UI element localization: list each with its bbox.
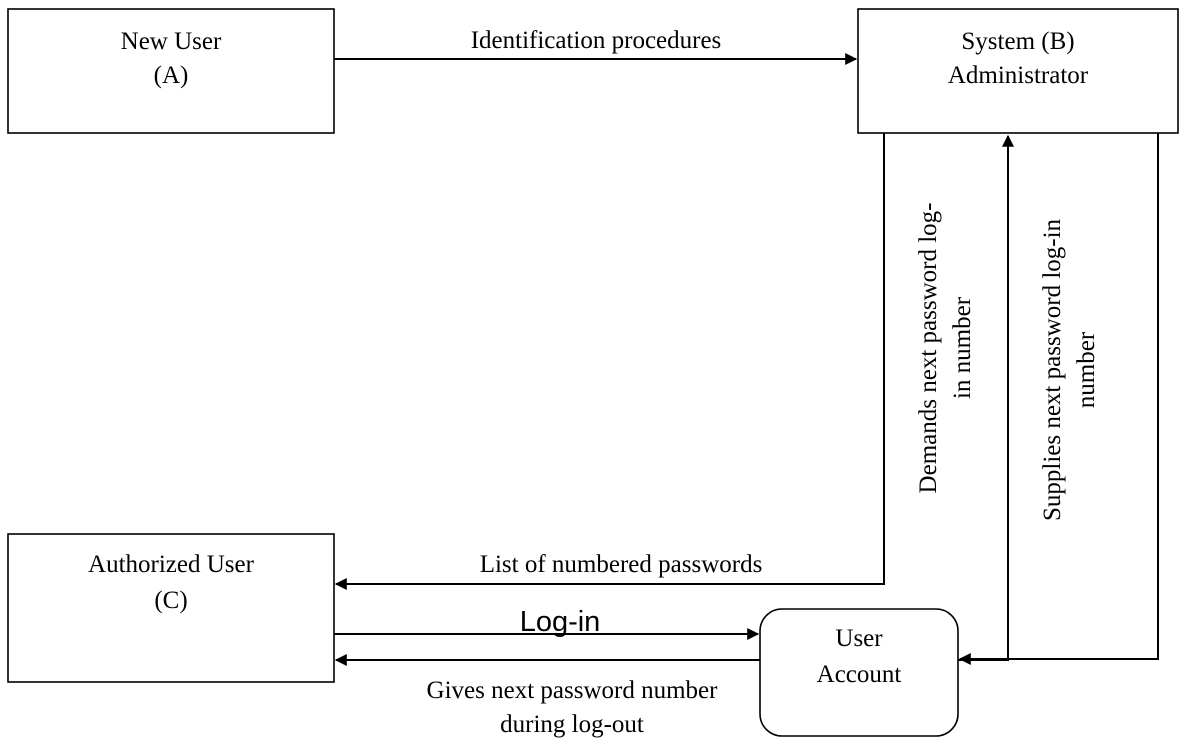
edge-list-passwords-label: List of numbered passwords: [480, 551, 763, 578]
edge-login: Log-in: [334, 606, 760, 640]
edge-demands-next-label-1: Demands next password log-: [915, 203, 942, 494]
node-user-account-box: [759, 608, 959, 737]
node-authorized-user-label-2: (C): [154, 587, 187, 614]
edge-list-passwords-arrow: [334, 133, 885, 590]
node-user-account: User Account: [759, 608, 959, 737]
edge-gives-next-label-2: during log-out: [500, 711, 644, 738]
node-system-admin-label-1: System (B): [961, 28, 1074, 55]
edge-gives-next-label-1: Gives next password number: [427, 677, 719, 704]
node-authorized-user-label-1: Authorized User: [88, 551, 255, 578]
node-user-account-label-2: Account: [817, 661, 902, 688]
edge-demands-next: Demands next password log- in number: [915, 203, 976, 494]
node-system-admin: System (B) Administrator: [857, 8, 1179, 134]
edge-supplies-next: Supplies next password log-in number: [958, 133, 1159, 665]
node-system-admin-label-2: Administrator: [948, 62, 1089, 89]
edge-list-passwords: List of numbered passwords: [334, 133, 885, 590]
node-new-user-box: [7, 8, 335, 134]
edge-demands-next-label-2: in number: [949, 296, 976, 399]
edge-login-label: Log-in: [520, 606, 601, 638]
edge-supplies-next-label-1: Supplies next password log-in: [1039, 218, 1066, 521]
node-new-user-label-2: (A): [154, 62, 189, 89]
edge-identification: Identification procedures: [334, 27, 858, 65]
node-authorized-user-box: [7, 533, 335, 683]
node-system-admin-box: [857, 8, 1179, 134]
edge-identification-label: Identification procedures: [471, 27, 722, 54]
edge-supplies-next-arrow: [958, 133, 1159, 665]
edge-supplies-next-label-2: number: [1073, 331, 1100, 408]
node-authorized-user: Authorized User (C): [7, 533, 335, 683]
edge-gives-next: Gives next password number during log-ou…: [334, 654, 760, 738]
node-new-user: New User (A): [7, 8, 335, 134]
node-user-account-label-1: User: [835, 625, 883, 652]
node-new-user-label-1: New User: [121, 28, 222, 55]
